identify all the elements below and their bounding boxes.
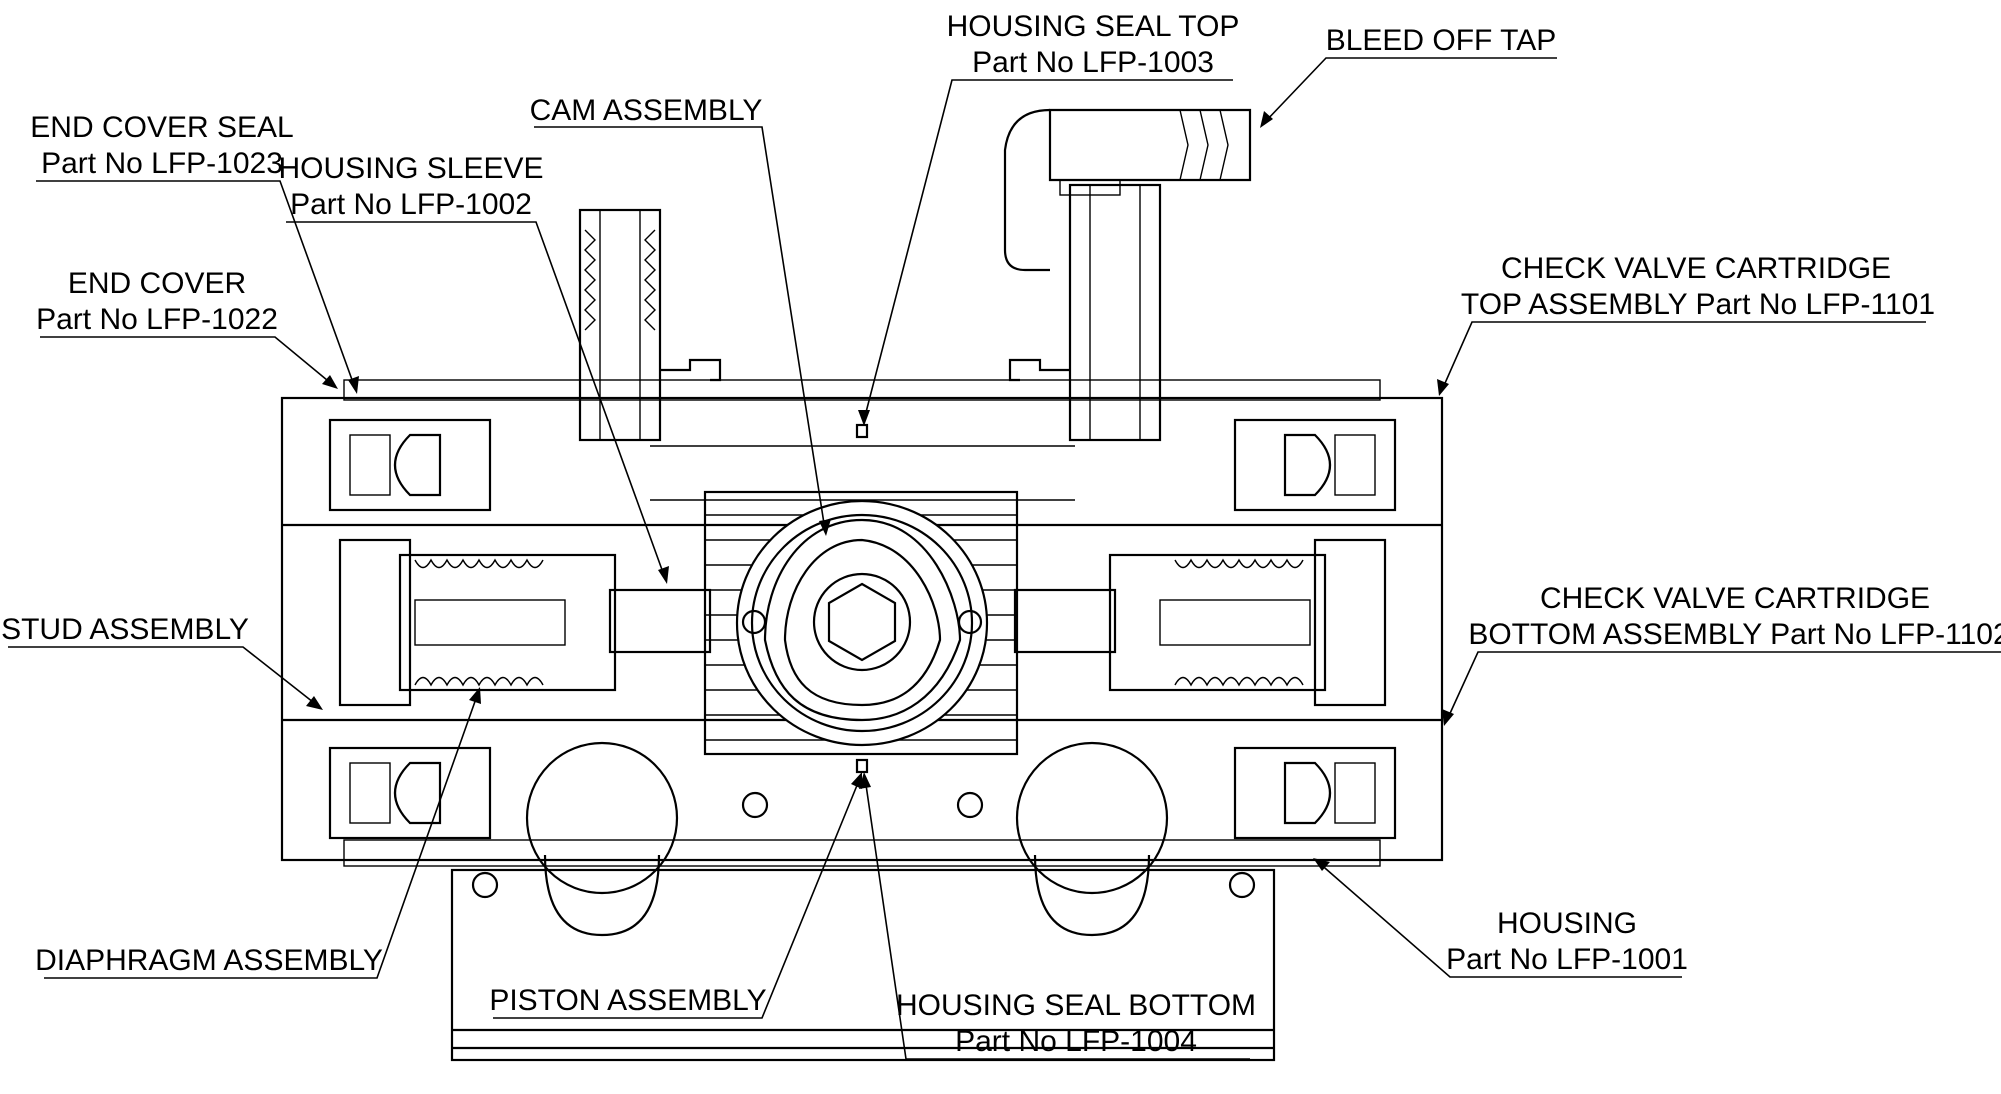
top-port-right — [1008, 183, 1162, 442]
label-check-valve-top: CHECK VALVE CARTRIDGE TOP ASSEMBLY Part … — [1461, 252, 1935, 321]
piston-shafts — [608, 588, 1117, 654]
housing-sleeve-part: Part No LFP-1002 — [290, 188, 532, 221]
bottom-port-left — [471, 741, 769, 937]
top-port-left — [578, 208, 722, 442]
check-valve-top-left — [328, 418, 492, 512]
diaphragm-left — [338, 538, 617, 707]
end-cover-seal-name: END COVER SEAL — [30, 111, 293, 144]
label-end-cover: END COVER Part No LFP-1022 — [36, 267, 278, 336]
bottom-port-right — [956, 741, 1256, 937]
label-bleed-off-tap: BLEED OFF TAP — [1326, 24, 1557, 57]
end-cover-seal-part: Part No LFP-1023 — [41, 147, 283, 180]
check-valve-top-name: CHECK VALVE CARTRIDGE — [1501, 252, 1891, 285]
check-valve-bottom-name: CHECK VALVE CARTRIDGE — [1540, 582, 1930, 615]
check-valve-top-right — [1233, 418, 1397, 512]
end-cover-name: END COVER — [68, 267, 246, 300]
labels: HOUSING SEAL TOP Part No LFP-1003 BLEED … — [1, 10, 2001, 1058]
label-check-valve-bottom: CHECK VALVE CARTRIDGE BOTTOM ASSEMBLY Pa… — [1468, 582, 2001, 651]
label-stud-assembly: STUD ASSEMBLY — [1, 613, 249, 646]
housing-sleeve-name: HOUSING SLEEVE — [278, 152, 543, 185]
label-diaphragm-assembly: DIAPHRAGM ASSEMBLY — [35, 944, 383, 977]
cam-assembly-name: CAM ASSEMBLY — [530, 94, 763, 127]
stud-assembly-name: STUD ASSEMBLY — [1, 613, 249, 646]
base-stand — [450, 868, 1276, 1062]
bleed-off-tap-name: BLEED OFF TAP — [1326, 24, 1557, 57]
housing-seal-top-part: Part No LFP-1003 — [972, 46, 1214, 79]
label-housing-sleeve: HOUSING SLEEVE Part No LFP-1002 — [278, 152, 543, 221]
leader-lines — [8, 57, 2001, 1060]
check-valve-bottom-left — [328, 746, 492, 840]
label-housing-seal-top: HOUSING SEAL TOP Part No LFP-1003 — [947, 10, 1240, 79]
label-housing: HOUSING Part No LFP-1001 — [1446, 907, 1688, 976]
housing-seal-bottom-marker — [855, 758, 869, 774]
housing-seal-top-marker — [855, 423, 869, 439]
check-valve-bottom-part: BOTTOM ASSEMBLY Part No LFP-1102 — [1468, 618, 2001, 651]
check-valve-bottom-right — [1233, 746, 1397, 840]
housing-part: Part No LFP-1001 — [1446, 943, 1688, 976]
bleed-off-tap — [1003, 108, 1252, 272]
label-piston-assembly: PISTON ASSEMBLY — [489, 984, 766, 1017]
label-end-cover-seal: END COVER SEAL Part No LFP-1023 — [30, 111, 293, 180]
housing-seal-bottom-part: Part No LFP-1004 — [955, 1025, 1197, 1058]
check-valve-top-part: TOP ASSEMBLY Part No LFP-1101 — [1461, 288, 1935, 321]
pump-body — [280, 108, 1444, 1062]
piston-assembly-name: PISTON ASSEMBLY — [489, 984, 766, 1017]
label-housing-seal-bottom: HOUSING SEAL BOTTOM Part No LFP-1004 — [896, 989, 1256, 1058]
diaphragm-right — [1108, 538, 1387, 707]
diaphragm-assembly-name: DIAPHRAGM ASSEMBLY — [35, 944, 383, 977]
housing-seal-bottom-name: HOUSING SEAL BOTTOM — [896, 989, 1256, 1022]
label-cam-assembly: CAM ASSEMBLY — [530, 94, 763, 127]
end-cover-part: Part No LFP-1022 — [36, 303, 278, 336]
housing-name: HOUSING — [1497, 907, 1637, 940]
cam-center — [703, 490, 1019, 756]
housing-seal-top-name: HOUSING SEAL TOP — [947, 10, 1240, 43]
